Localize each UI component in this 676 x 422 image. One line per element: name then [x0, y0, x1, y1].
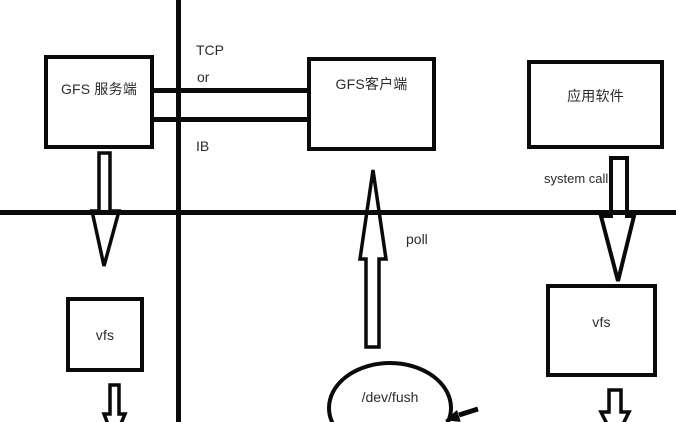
- vfs-left-label: vfs: [95, 327, 115, 343]
- or-label: or: [197, 69, 210, 85]
- filled-arrow-line: [458, 406, 479, 418]
- dev-fush-ellipse: [327, 361, 453, 422]
- vfs-right-label: vfs: [592, 314, 611, 330]
- down-arrow-left: [89, 151, 122, 267]
- gfs-server-box: GFS 服务端: [44, 55, 154, 149]
- down-arrow-below-vfs-right: [598, 388, 632, 422]
- application-software-label: 应用软件: [567, 88, 624, 104]
- system-call-label: system call: [544, 171, 609, 186]
- down-arrow-system-call: [598, 156, 637, 282]
- filled-arrow-head: [444, 410, 461, 422]
- down-arrow-below-vfs-left: [101, 383, 128, 422]
- gfs-server-label: GFS 服务端: [60, 81, 138, 97]
- up-arrow-poll: [357, 169, 389, 349]
- gfs-client-box: GFS客户端: [307, 57, 436, 151]
- gfs-client-label: GFS客户端: [335, 76, 408, 92]
- ib-label: IB: [196, 138, 210, 154]
- vfs-left-box: vfs: [66, 297, 144, 372]
- dev-fush-label: /dev/fush: [361, 389, 419, 405]
- poll-label: poll: [406, 231, 428, 247]
- vfs-right-box: vfs: [546, 284, 657, 377]
- application-software-box: 应用软件: [527, 60, 664, 149]
- tcp-label: TCP: [196, 42, 224, 58]
